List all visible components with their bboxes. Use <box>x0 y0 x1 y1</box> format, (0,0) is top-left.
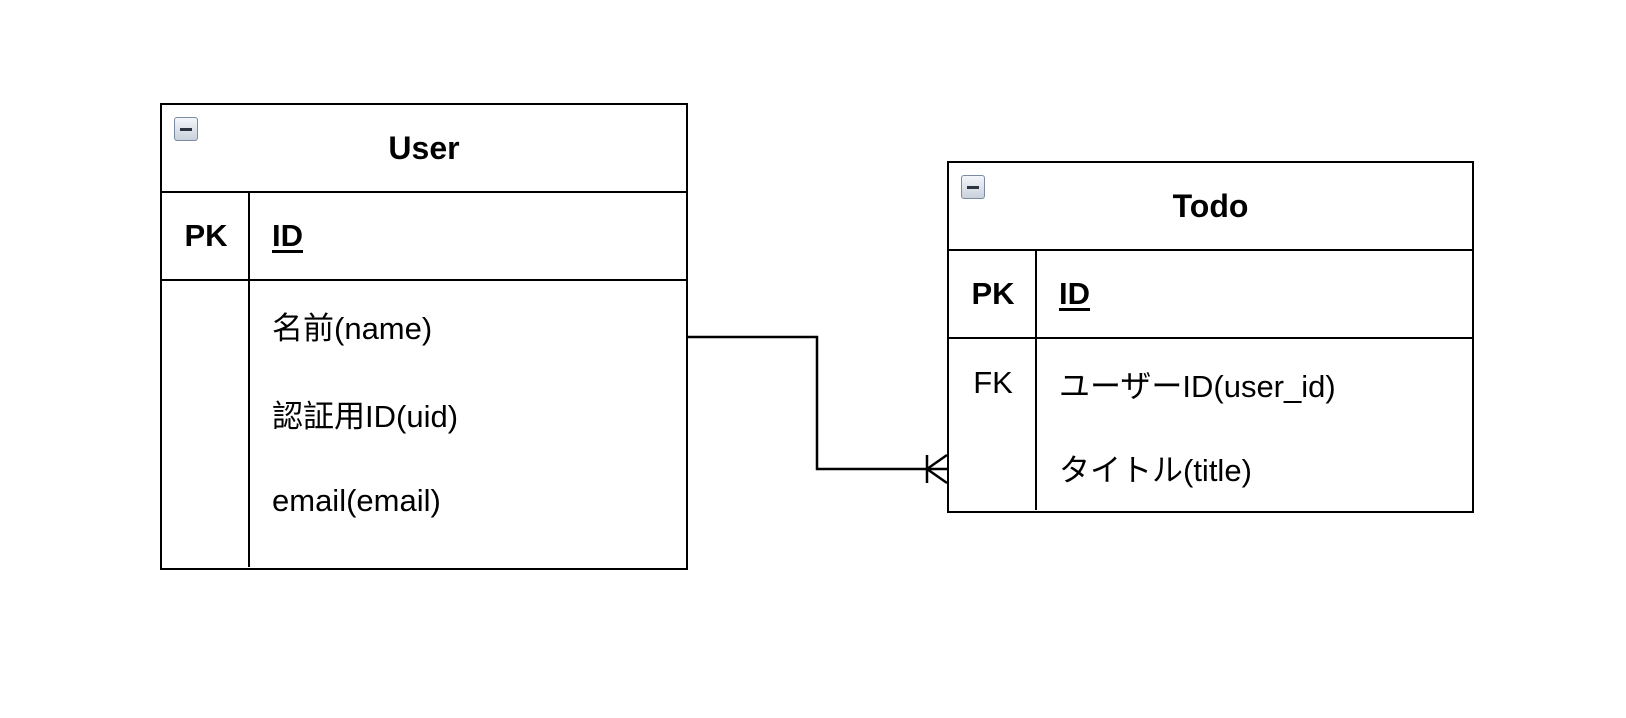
pk-field: ID <box>272 218 303 253</box>
collapse-minus-icon[interactable] <box>174 117 198 141</box>
attribute-field: 名前(name) <box>272 310 433 346</box>
crow-foot-icon <box>925 453 948 485</box>
pk-field: ID <box>1059 276 1090 311</box>
relationship-line[interactable] <box>688 335 947 471</box>
pk-label: PK <box>971 276 1015 311</box>
attribute-row[interactable]: タイトル(title) <box>949 427 1472 507</box>
entity-todo[interactable]: Todo PK ID FK ユーザーID(user_id) タイトル(title… <box>947 161 1474 513</box>
attribute-field: タイトル(title) <box>1059 452 1252 488</box>
attribute-field: 認証用ID(uid) <box>272 398 459 434</box>
entity-body: PK ID 名前(name) 認証用ID(uid) email(email) <box>162 193 686 567</box>
entity-user[interactable]: User PK ID 名前(name) 認証用ID(uid) email(ema… <box>160 103 688 570</box>
entity-header: User <box>162 105 686 193</box>
entity-body: PK ID FK ユーザーID(user_id) タイトル(title) <box>949 251 1472 510</box>
entity-title: Todo <box>1172 187 1249 224</box>
pk-label: PK <box>184 218 228 253</box>
primary-key-row[interactable]: PK ID <box>949 251 1472 339</box>
fk-label: FK <box>973 365 1013 400</box>
attribute-field: ユーザーID(user_id) <box>1059 368 1336 404</box>
attribute-field: email(email) <box>272 483 441 518</box>
attribute-row[interactable]: FK ユーザーID(user_id) <box>949 339 1472 427</box>
entity-title: User <box>388 129 460 166</box>
primary-key-row[interactable]: PK ID <box>162 193 686 281</box>
attribute-row[interactable]: 認証用ID(uid) <box>162 369 686 457</box>
entity-header: Todo <box>949 163 1472 251</box>
collapse-minus-icon[interactable] <box>961 175 985 199</box>
key-column-divider <box>162 193 250 567</box>
attribute-row[interactable]: email(email) <box>162 457 686 545</box>
attribute-row[interactable]: 名前(name) <box>162 281 686 369</box>
key-column-divider <box>949 251 1037 510</box>
